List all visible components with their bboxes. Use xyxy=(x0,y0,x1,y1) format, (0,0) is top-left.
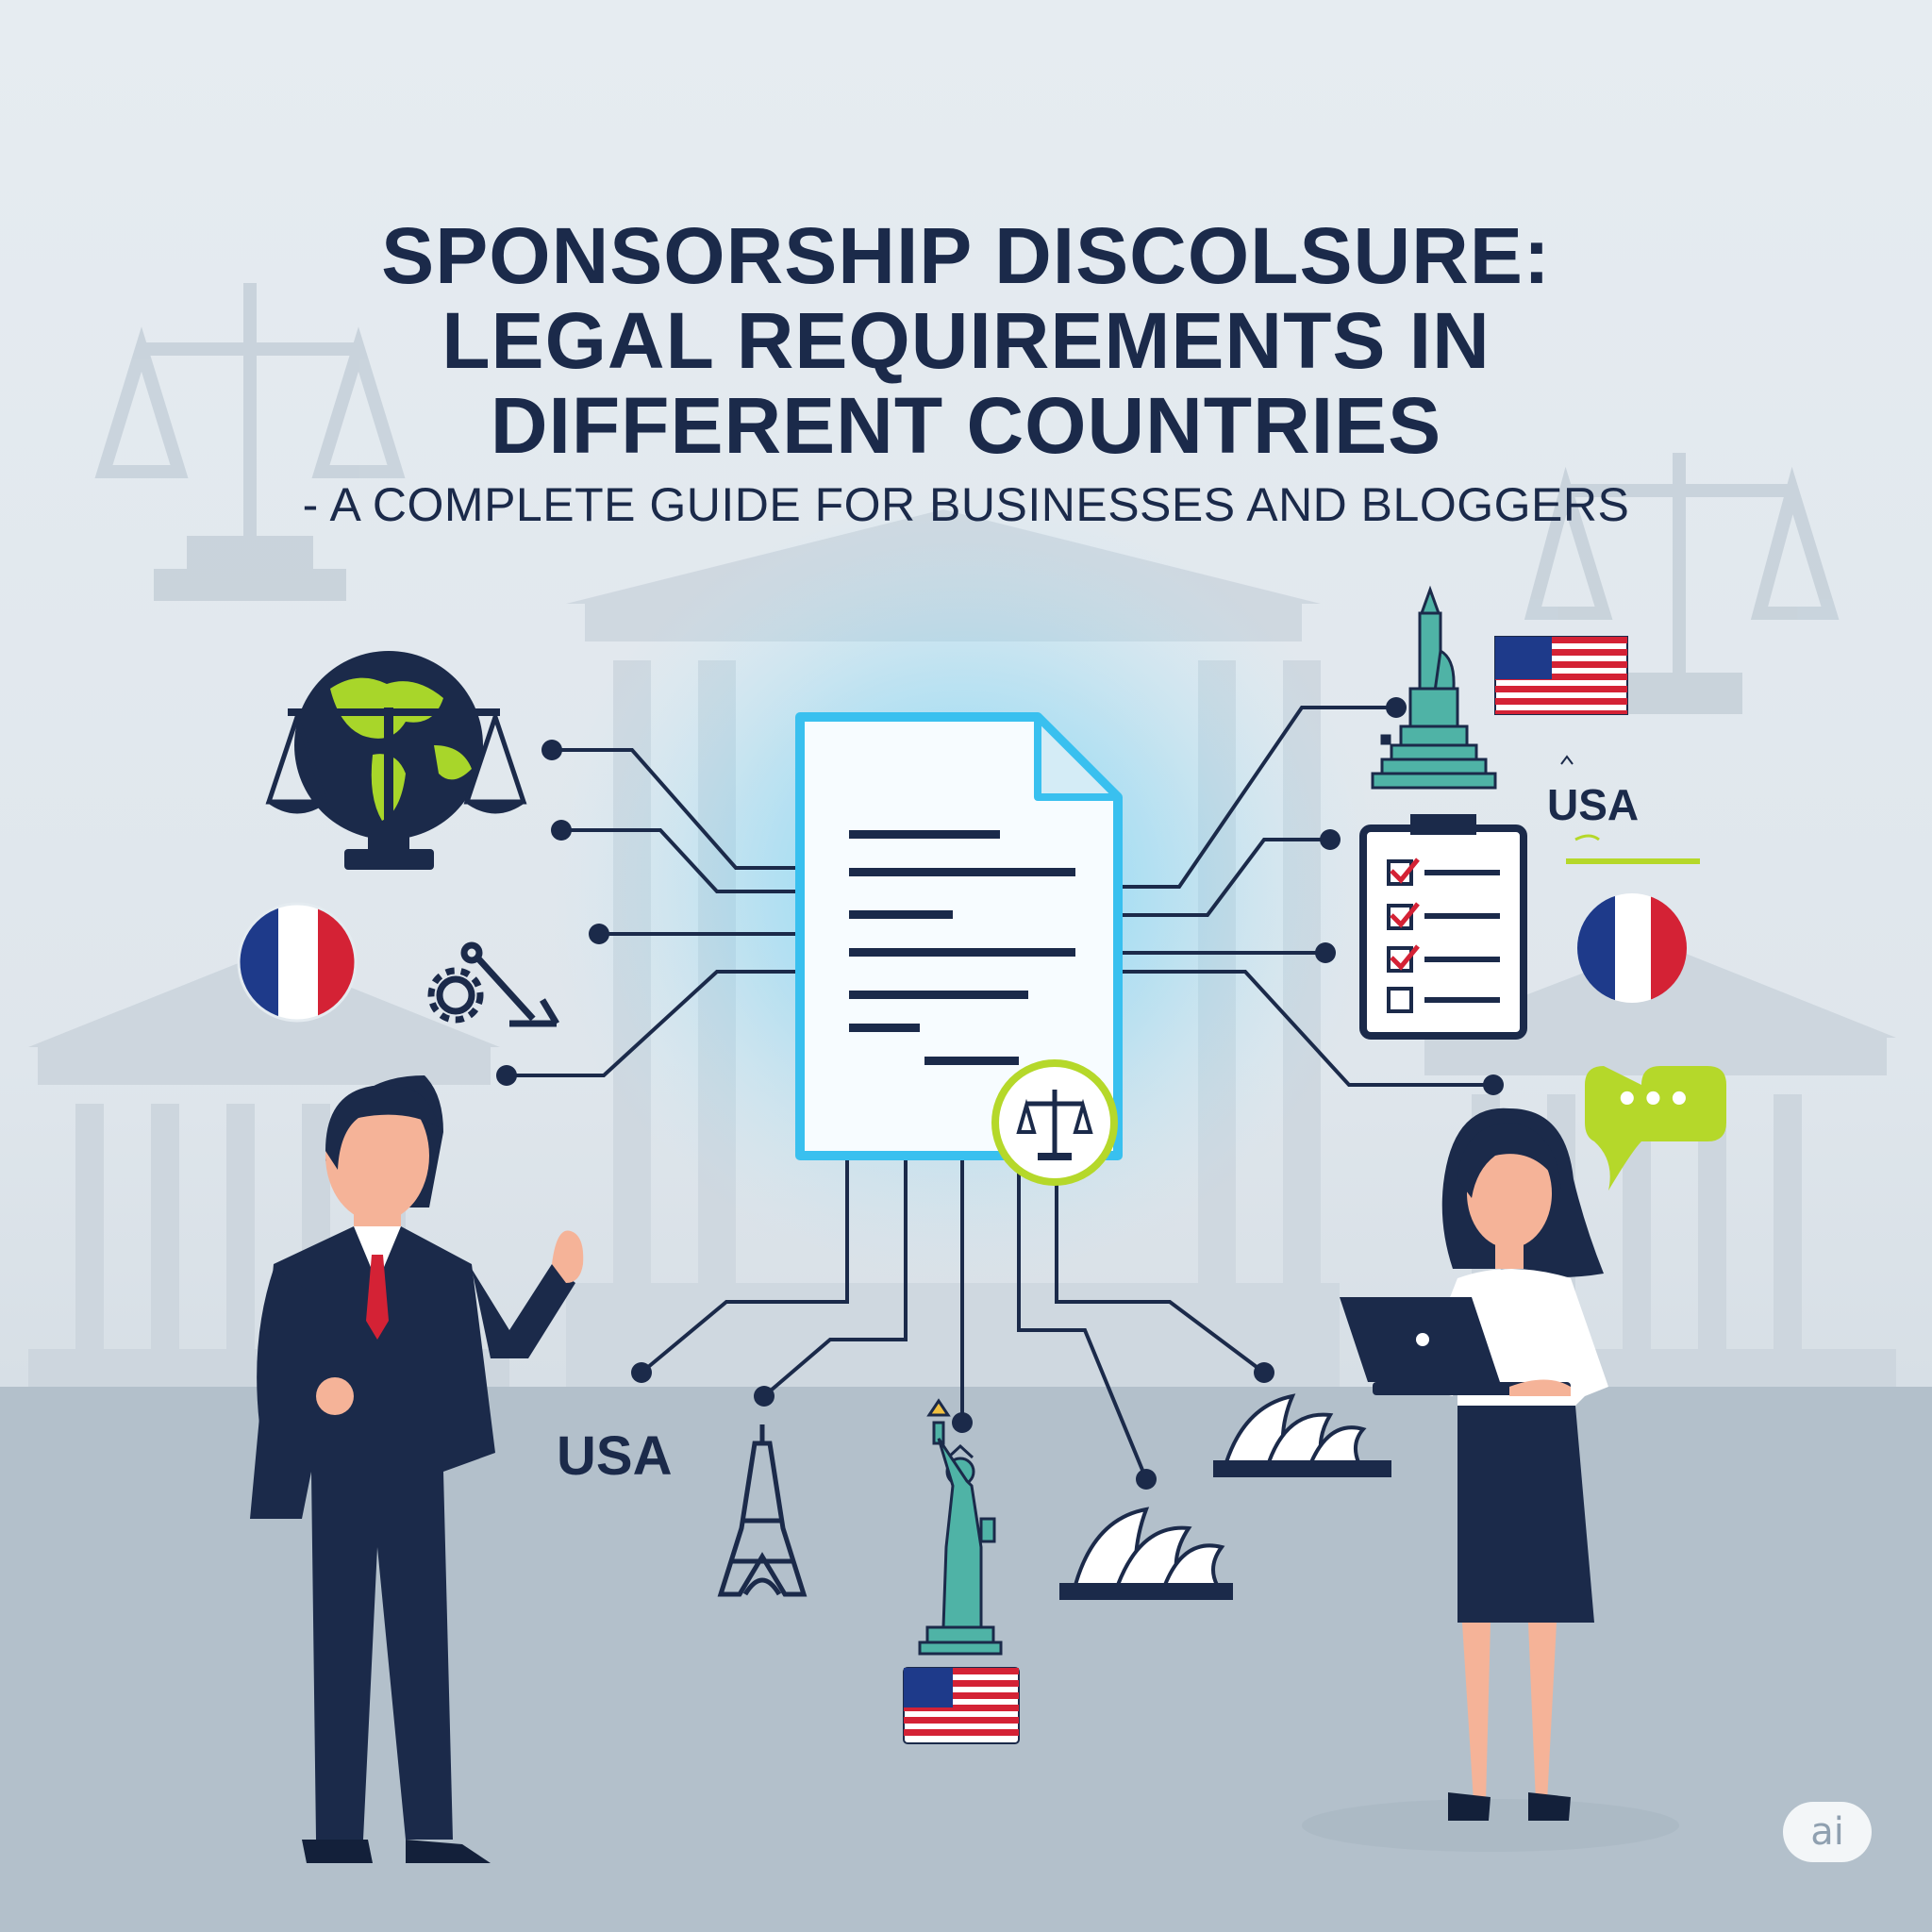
us-flag-bottom-icon xyxy=(903,1667,1020,1744)
background-scale-left-icon xyxy=(94,283,406,601)
statue-of-liberty-icon xyxy=(918,1398,1003,1656)
document-icon xyxy=(795,712,1123,1160)
statue-icon xyxy=(1371,585,1497,790)
businesswoman-figure xyxy=(1302,1108,1679,1852)
clipboard-checklist-icon xyxy=(1359,814,1527,1040)
connector-lines xyxy=(507,706,1493,1480)
usa-label-bottom: USA xyxy=(557,1425,673,1487)
usa-badge-ornament xyxy=(1560,755,1700,864)
opera-house-right-icon xyxy=(1213,1393,1391,1477)
connector-dots xyxy=(496,697,1504,1490)
opera-house-icon xyxy=(1059,1507,1233,1600)
ai-watermark-badge: ai xyxy=(1783,1802,1872,1862)
scale-icon xyxy=(991,1059,1118,1186)
speech-bubble-icon xyxy=(1585,1066,1726,1191)
eiffel-tower-icon xyxy=(717,1424,808,1597)
title-line-1: SPONSORSHIP DISCOLSURE: xyxy=(381,211,1551,300)
title-line-2: LEGAL REQUIREMENTS IN xyxy=(441,296,1491,385)
subtitle: - A COMPLETE GUIDE FOR BUSINESSES AND BL… xyxy=(302,478,1630,531)
gear-lever-icon xyxy=(427,941,560,1027)
speech-bubble-dots: ••• xyxy=(1615,1078,1693,1122)
businessman-figure xyxy=(250,1075,584,1863)
us-flag-icon xyxy=(1494,636,1628,715)
globe-scale-icon xyxy=(265,651,527,870)
laptop-icon xyxy=(1340,1297,1571,1396)
title-line-3: DIFFERENT COUNTRIES xyxy=(490,381,1442,470)
usa-label-top: USA xyxy=(1547,780,1640,829)
